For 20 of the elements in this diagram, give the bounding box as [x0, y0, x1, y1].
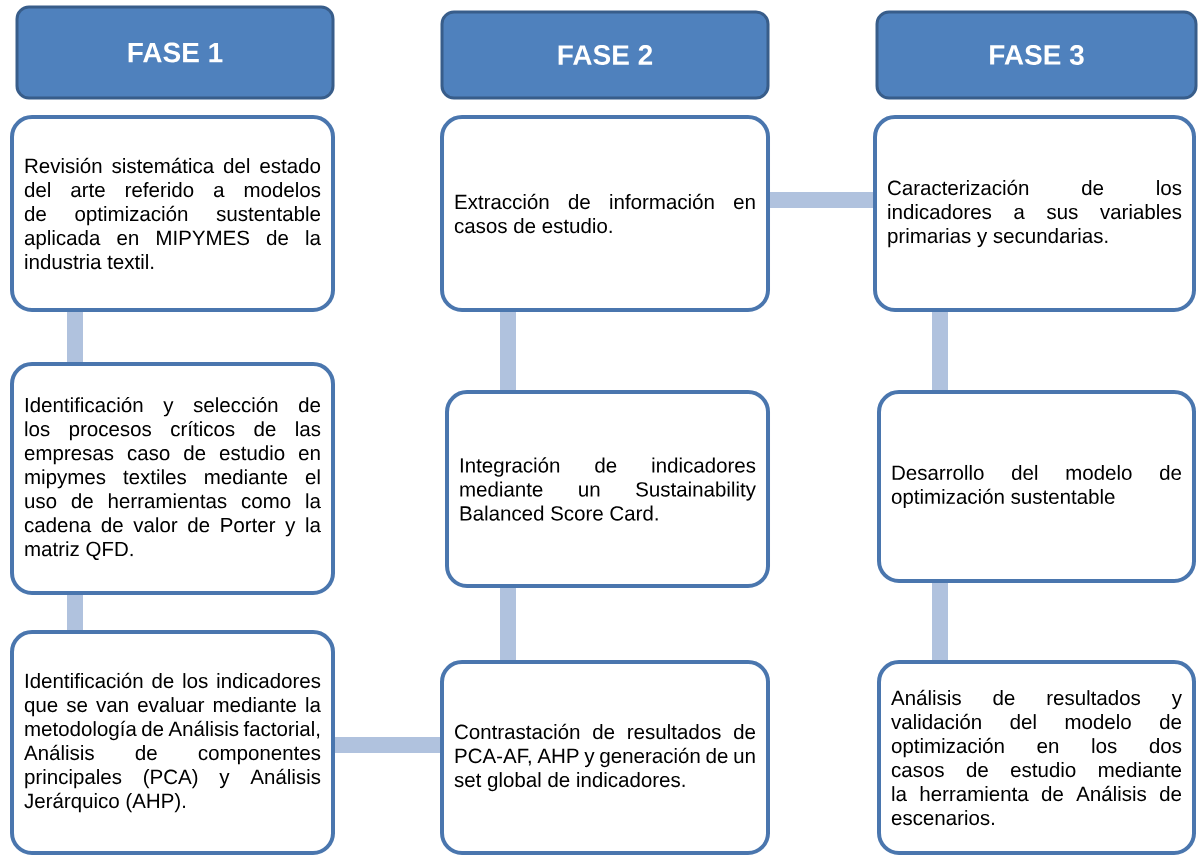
process-box: Identificación y selección de los procesos críticos de las empresas caso de estudio en mipymes textiles mediante el uso de herramientas como la cadena de valor de Porter y la matriz QFD. [10, 362, 335, 595]
connector-bar [335, 737, 440, 753]
connector-bar [67, 595, 83, 630]
connector-bar [932, 583, 948, 660]
process-box: Integración de indicadores mediante un Sustainability Balanced Score Card. [445, 390, 770, 588]
connector-bar [770, 192, 873, 208]
process-box: Caracterización de los indicadores a sus variables primarias y secundarias. [873, 115, 1196, 312]
process-box: Análisis de resultados y validación del modelo de optimización en los dos casos de estudio mediante la herramienta de Análisis de escenarios. [877, 660, 1196, 855]
phase-header: FASE 1 [15, 5, 335, 100]
connector-bar [500, 588, 516, 660]
process-box: Desarrollo del modelo de optimización sustentable [877, 390, 1196, 583]
phase-header: FASE 3 [875, 10, 1198, 100]
connector-bar [932, 312, 948, 390]
process-box: Revisión sistemática del estado del arte referido a modelos de optimización sustentable aplicada en MIPYMES de la industria textil. [10, 115, 335, 312]
connector-bar [500, 312, 516, 390]
process-box: Identificación de los indicadores que se van evaluar mediante la metodología de Análisis factorial, Análisis de componentes principales (PCA) y Análisis Jerárquico (AHP). [10, 630, 335, 855]
process-box: Contrastación de resultados de PCA-AF, AHP y generación de un set global de indicadores. [440, 660, 770, 855]
phase-header: FASE 2 [440, 10, 770, 100]
connector-bar [67, 312, 83, 362]
process-box: Extracción de información en casos de estudio. [440, 115, 770, 312]
